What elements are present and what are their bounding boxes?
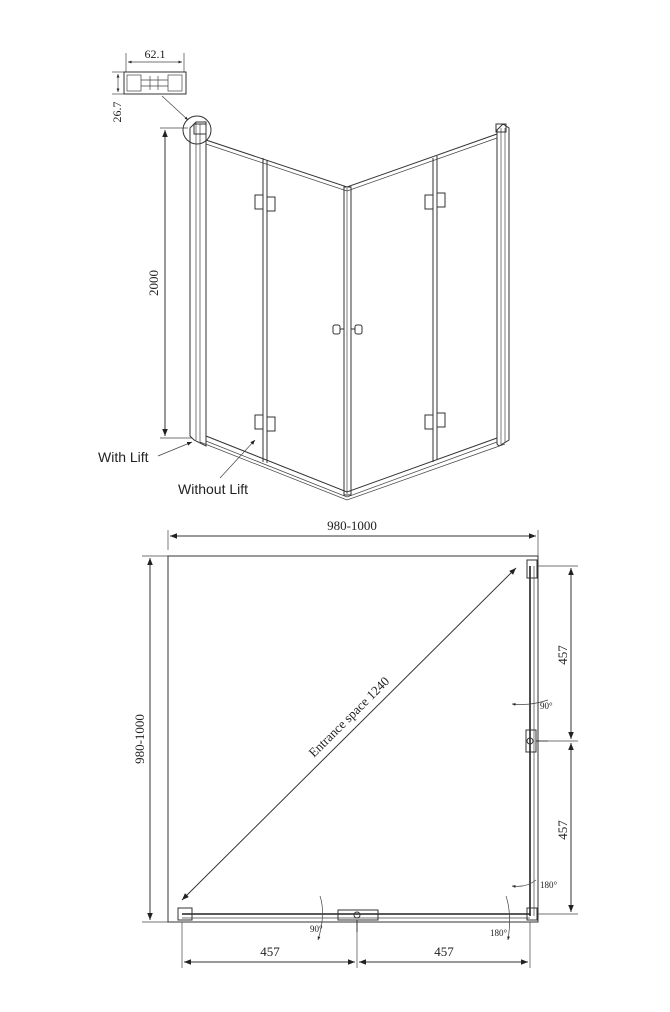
segment-label: 457 [434,944,454,959]
height-label: 2000 [146,270,161,296]
segment-label: 457 [555,820,570,840]
profile-width-label: 62.1 [145,47,166,61]
angle-label: 90° [540,701,553,711]
without-lift-label: Without Lift [178,481,248,497]
swing-arrow-icon [511,879,537,888]
overall-depth-label: 980-1000 [132,714,147,764]
elevation-view: 2000 [98,121,510,501]
detail-circle [182,115,212,145]
angle-label: 180° [490,928,508,938]
angle-label: 90° [310,924,323,934]
wall-profile [177,907,193,921]
swing-arrow-icon [317,895,323,941]
entrance-label: Entrance space 1240 [305,674,392,760]
segment-label: 457 [555,645,570,665]
knob-icon [332,324,363,335]
corner-profile [526,907,538,921]
plan-view: 980-1000 980-1000 E [132,518,578,968]
swing-arrow-icon [505,895,510,941]
overall-width-label: 980-1000 [327,518,377,533]
angle-label: 180° [540,880,558,890]
wall-profile [526,559,538,579]
profile-detail: 62.1 26.7 [110,47,212,145]
segment-label: 457 [260,944,280,959]
hinge-icon [254,192,446,432]
swing-arrow-icon [511,699,549,706]
profile-height-label: 26.7 [110,102,124,123]
with-lift-label: With Lift [98,449,149,465]
hinge-icon [337,909,379,932]
